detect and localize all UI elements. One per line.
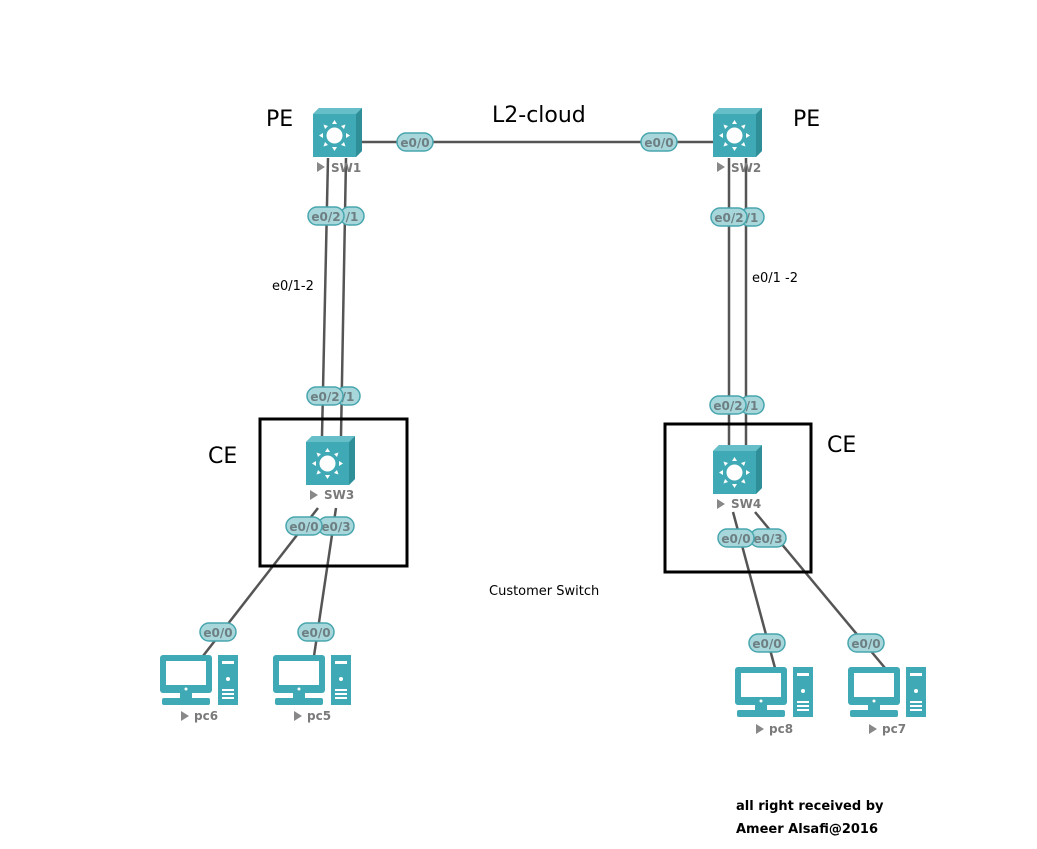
port-label-sw1-sw2-a: e0/0 [396,132,434,152]
pe-label-left: PE [266,107,293,132]
port-label-pc7-port: e0/0 [847,633,885,653]
port-text: e0/0 [752,637,781,651]
port-text: /1 [346,210,359,224]
switch-sw2[interactable]: SW2 [713,108,762,175]
node-label: SW2 [731,161,761,175]
ce-label-right: CE [827,433,856,458]
ce-box-left [258,417,409,568]
pc-icon [273,655,351,705]
play-icon [317,162,325,172]
port-label-sw4-pc7: e0/3 [749,528,787,548]
port-label-sw3-pc6: e0/0 [285,516,323,536]
port-label-pc6-port: e0/0 [199,622,237,642]
left-trunk-label: e0/1-2 [272,279,314,294]
pc-icon [848,667,926,717]
port-text: e0/2 [311,210,340,224]
port-pill [847,633,885,653]
ce-box-right [663,422,813,574]
play-icon [717,162,725,172]
port-pill [396,132,434,152]
port-text: e0/0 [721,532,750,546]
port-label-sw4-up-b: /1 [739,395,765,415]
port-text: e0/0 [289,520,318,534]
port-text: e0/0 [203,626,232,640]
node-label: pc5 [307,709,331,723]
port-label-sw1-down-a: e0/2 [307,206,345,226]
play-icon [294,711,302,721]
port-text: e0/3 [753,532,782,546]
port-label-pc8-port: e0/0 [748,633,786,653]
switch-icon [713,445,762,494]
port-pill [717,528,755,548]
node-label: pc8 [769,722,793,736]
pc-icon [735,667,813,717]
node-label: SW1 [331,161,361,175]
footer-line-2: Ameer Alsafi@2016 [736,822,878,837]
switch-icon [713,108,762,157]
switch-icon [306,436,355,485]
pc-pc5[interactable]: pc5 [273,655,351,723]
play-icon [869,724,877,734]
port-pill [709,395,747,415]
port-label-pc5-port: e0/0 [297,622,335,642]
port-label-sw4-pc8: e0/0 [717,528,755,548]
pc-pc6[interactable]: pc6 [160,655,238,723]
port-text: e0/2 [310,390,339,404]
port-label-sw4-up-a: e0/2 [709,395,747,415]
play-icon [181,711,189,721]
node-label: pc7 [882,722,906,736]
port-text: /1 [746,211,759,225]
node-label: SW4 [731,497,761,511]
port-label-sw1-down-b: /1 [339,206,365,226]
port-text: e0/2 [714,211,743,225]
port-text: /1 [746,399,759,413]
switch-icon [313,108,362,157]
ce-label-left: CE [208,444,237,469]
port-text: e0/3 [321,520,350,534]
port-text: e0/0 [644,136,673,150]
port-label-sw1-sw2-b: e0/0 [640,132,678,152]
port-pill [710,207,748,227]
pc-icon [160,655,238,705]
switch-sw4[interactable]: SW4 [713,445,762,511]
port-pill [199,622,237,642]
port-pill [307,206,345,226]
port-pill [640,132,678,152]
port-pill [297,622,335,642]
port-text: e0/2 [713,399,742,413]
customer-switch-label: Customer Switch [489,584,599,599]
switch-sw3[interactable]: SW3 [306,436,355,502]
port-text: /1 [342,390,355,404]
switch-sw1[interactable]: SW1 [313,108,362,175]
port-pill [748,633,786,653]
port-pill [285,516,323,536]
node-label: pc6 [194,709,218,723]
port-label-sw2-down-a: e0/2 [710,207,748,227]
footer-line-1: all right received by [736,799,884,814]
port-text: e0/0 [400,136,429,150]
port-label-sw3-pc5: e0/3 [317,516,355,536]
pc-pc8[interactable]: pc8 [735,667,813,736]
port-pill [306,386,344,406]
node-label: SW3 [324,488,354,502]
play-icon [756,724,764,734]
play-icon [717,499,725,509]
pe-label-right: PE [793,107,820,132]
port-text: e0/0 [301,626,330,640]
pc-pc7[interactable]: pc7 [848,667,926,736]
cloud-label: L2-cloud [492,103,586,128]
play-icon [310,490,318,500]
port-text: e0/0 [851,637,880,651]
port-label-sw3-up-a: e0/2 [306,386,344,406]
right-trunk-label: e0/1 -2 [752,271,798,286]
